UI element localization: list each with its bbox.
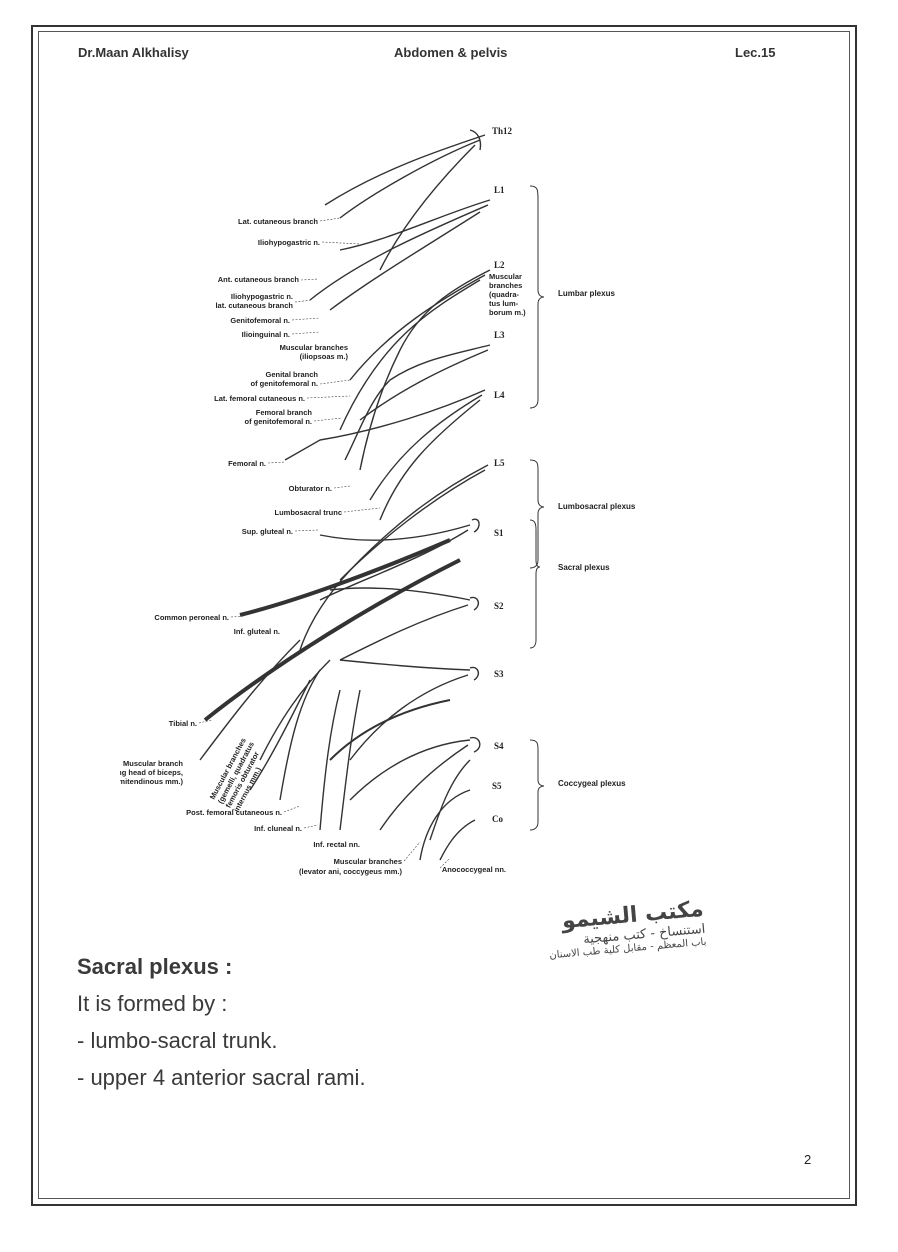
label-muscular-levator-1: Muscular branches <box>334 857 402 866</box>
page-inner-border <box>38 31 850 1199</box>
label-post-femoral-cutaneous: Post. femoral cutaneous n. <box>186 808 282 817</box>
nerve-drawing <box>199 129 491 861</box>
plexus-lumbar: Lumbar plexus <box>558 289 615 298</box>
level-th12: Th12 <box>492 126 513 136</box>
leader-lines <box>198 217 451 869</box>
label-genitofemoral: Genitofemoral n. <box>230 316 290 325</box>
header-author: Dr.Maan Alkhalisy <box>78 45 189 60</box>
label-muscular-quadratus-1: Muscular <box>489 272 522 281</box>
plexus-sacral: Sacral plexus <box>558 563 610 572</box>
label-sup-gluteal: Sup. gluteal n. <box>242 527 293 536</box>
notes-line-1: It is formed by : <box>77 991 228 1016</box>
label-iliohypogastric: Iliohypogastric n. <box>258 238 320 247</box>
level-l5: L5 <box>494 458 505 468</box>
plexus-brackets <box>529 185 545 831</box>
label-inf-rectal: Inf. rectal nn. <box>313 840 360 849</box>
label-iliohypogastric-2: Iliohypogastric n. <box>231 292 293 301</box>
label-femoral: Femoral n. <box>228 459 266 468</box>
level-l2: L2 <box>494 260 505 270</box>
label-muscular-iliopsoas-2: (iliopsoas m.) <box>300 352 349 361</box>
label-obturator: Obturator n. <box>289 484 332 493</box>
label-ilioinguinal: Ilioinguinal n. <box>242 330 290 339</box>
page-outer-border <box>31 25 857 1206</box>
level-l1: L1 <box>494 185 505 195</box>
label-tibial: Tibial n. <box>169 719 197 728</box>
header-lecture: Lec.15 <box>735 45 776 60</box>
label-muscular-quadratus-4: tus lum- <box>489 299 519 308</box>
label-muscular-branch-2: (long head of biceps, <box>120 768 183 777</box>
label-lumbosacral-trunk: Lumbosacral trunc <box>274 508 342 517</box>
level-s2: S2 <box>494 601 504 611</box>
page-number: 2 <box>804 1152 812 1167</box>
label-genital-branch-2: of genitofemoral n. <box>251 379 319 388</box>
plexus-coccygeal: Coccygeal plexus <box>558 779 626 788</box>
level-s1: S1 <box>494 528 504 538</box>
notes-line-3: - upper 4 anterior sacral rami. <box>77 1065 366 1090</box>
level-l4: L4 <box>494 390 505 400</box>
label-lat-cutaneous-branch: Lat. cutaneous branch <box>238 217 318 226</box>
notes-line-2: - lumbo-sacral trunk. <box>77 1028 278 1053</box>
label-femoral-branch-1: Femoral branch <box>256 408 313 417</box>
label-muscular-iliopsoas-1: Muscular branches <box>280 343 348 352</box>
label-common-peroneal: Common peroneal n. <box>154 613 229 622</box>
level-l3: L3 <box>494 330 505 340</box>
label-ant-cutaneous-branch: Ant. cutaneous branch <box>218 275 300 284</box>
plexus-diagram: Th12 L1 L2 L3 L4 L5 S1 S2 S3 S4 S5 Co Lu… <box>120 126 636 876</box>
label-anococcygeal: Anococcygeal nn. <box>442 865 506 874</box>
notes-block: Sacral plexus : It is formed by : - lumb… <box>77 948 366 1096</box>
label-lat-cutaneous-branch-2: lat. cutaneous branch <box>215 301 293 310</box>
label-inf-cluneal: Inf. cluneal n. <box>254 824 302 833</box>
level-s5: S5 <box>492 781 502 791</box>
label-lat-femoral-cutaneous: Lat. femoral cutaneous n. <box>214 394 305 403</box>
label-inf-gluteal: Inf. gluteal n. <box>234 627 280 636</box>
label-genital-branch-1: Genital branch <box>265 370 318 379</box>
label-muscular-branch-1: Muscular branch <box>123 759 183 768</box>
label-femoral-branch-2: of genitofemoral n. <box>245 417 313 426</box>
level-s4: S4 <box>494 741 504 751</box>
plexus-lumbosacral: Lumbosacral plexus <box>558 502 636 511</box>
level-s3: S3 <box>494 669 504 679</box>
label-muscular-quadratus-3: (quadra- <box>489 290 520 299</box>
label-muscular-quadratus-5: borum m.) <box>489 308 526 317</box>
label-muscular-quadratus-2: branches <box>489 281 522 290</box>
notes-title: Sacral plexus : <box>77 954 233 979</box>
label-muscular-branch-3: semitendinous mm.) <box>120 777 183 786</box>
label-muscular-levator-2: (levator ani, coccygeus mm.) <box>299 867 402 876</box>
level-co: Co <box>492 814 503 824</box>
header-subject: Abdomen & pelvis <box>394 45 508 60</box>
